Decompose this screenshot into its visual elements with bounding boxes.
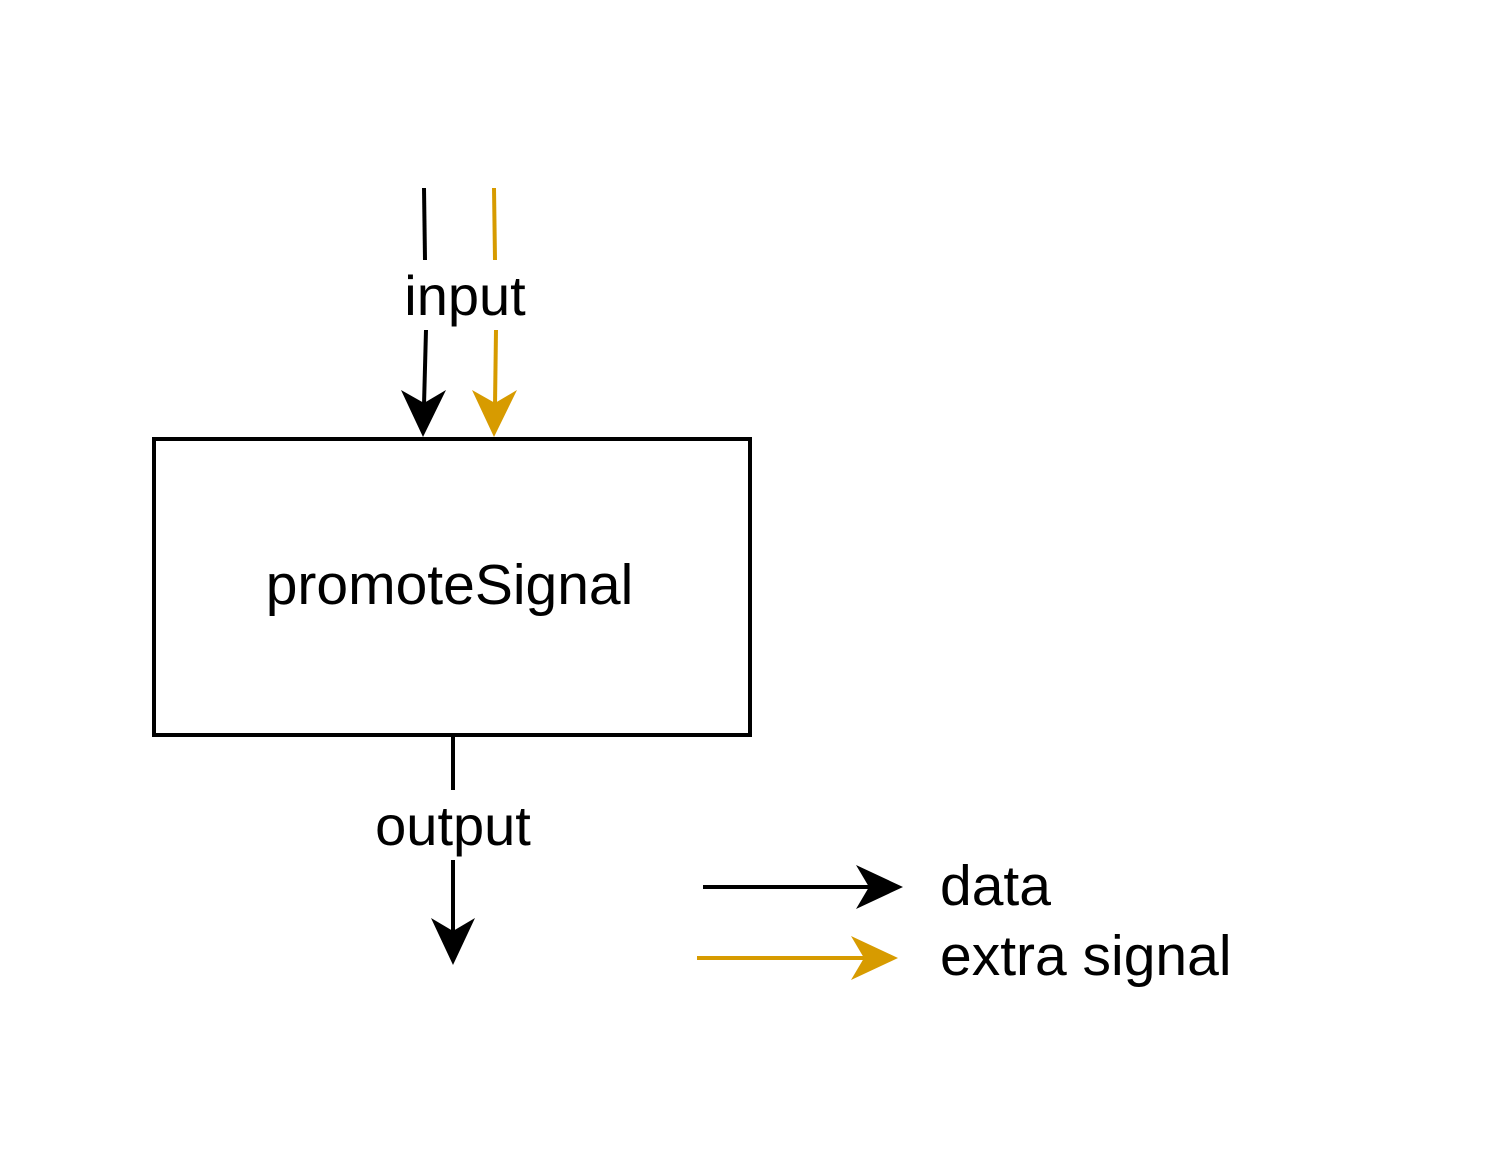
input-extra-line-lower: [493, 329, 498, 406]
legend-extra-signal-label: extra signal: [940, 924, 1232, 988]
input-extra-arrowhead: [472, 390, 517, 437]
output-arrowhead: [431, 918, 475, 965]
output-label: output: [375, 794, 531, 857]
input-label: input: [404, 264, 526, 327]
input-data-line-lower: [422, 329, 428, 406]
legend-extra-arrowhead: [851, 936, 898, 980]
promote-signal-block: promoteSignal: [152, 437, 752, 737]
input-data-line-upper: [422, 187, 427, 261]
input-extra-line-upper: [492, 187, 497, 261]
block-label: promoteSignal: [265, 553, 634, 617]
legend-data-arrowhead: [856, 865, 903, 909]
input-data-arrowhead: [401, 390, 446, 437]
legend-data-label: data: [940, 854, 1051, 918]
